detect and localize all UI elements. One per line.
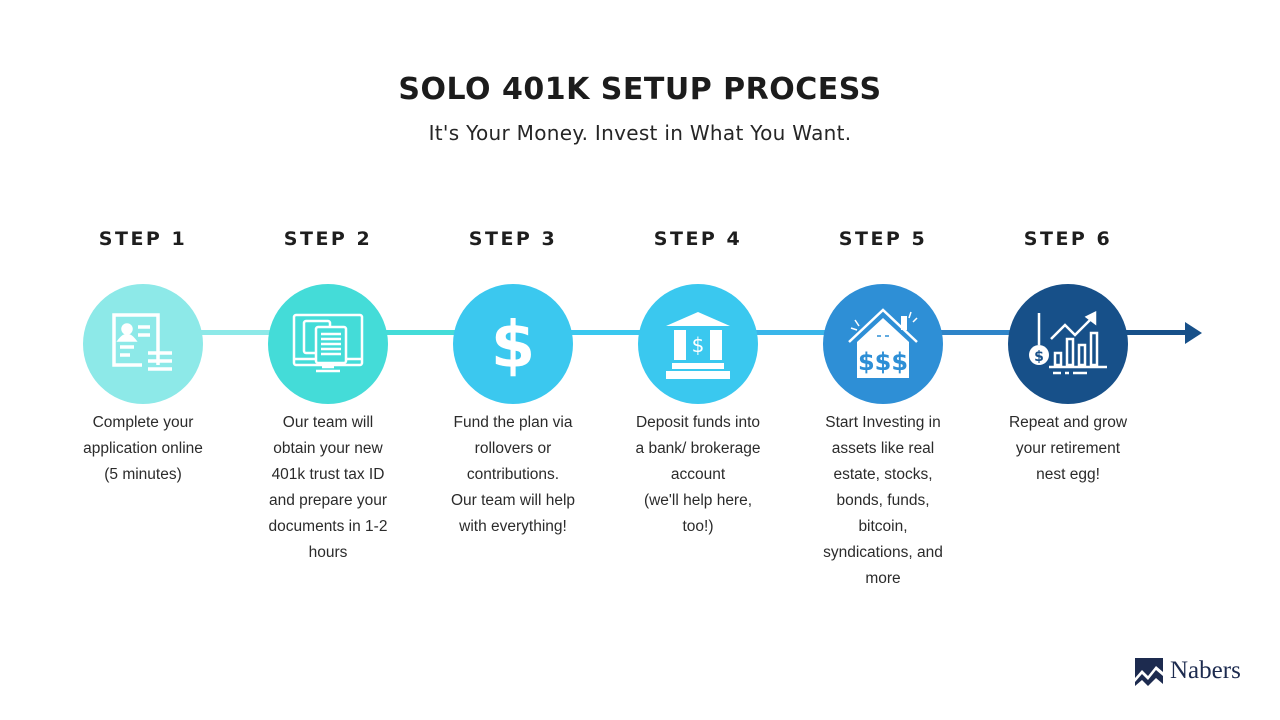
logo-text: Nabers xyxy=(1170,657,1241,684)
house-money-icon: $$$ xyxy=(848,308,918,378)
connector-5-6 xyxy=(935,330,1035,335)
step-2-circle xyxy=(268,284,388,404)
svg-text:$: $ xyxy=(692,333,705,357)
arrow-head-icon xyxy=(1185,322,1202,344)
connector-6-end xyxy=(1120,330,1190,335)
step-description: Complete your application online (5 minu… xyxy=(83,414,203,483)
step-1-circle xyxy=(83,284,203,404)
step-description: Repeat and grow your retirement nest egg… xyxy=(1008,414,1128,483)
step-description: Fund the plan via rollovers or contribut… xyxy=(450,414,576,535)
step-label: STEP 2 xyxy=(283,228,373,250)
step-2: STEP 2 Our team will obtain your new 401… xyxy=(238,228,418,561)
step-3-circle: $ xyxy=(453,284,573,404)
application-form-icon xyxy=(112,313,172,371)
page-subtitle: It's Your Money. Invest in What You Want… xyxy=(428,121,852,145)
svg-text:$$$: $$$ xyxy=(858,348,908,376)
svg-text:$: $ xyxy=(1034,349,1044,365)
step-description: Our team will obtain your new 401k trust… xyxy=(268,414,388,561)
step-1: STEP 1 Complete your application online … xyxy=(53,228,233,483)
step-label: STEP 5 xyxy=(838,228,928,250)
dollar-sign-icon: $ xyxy=(491,309,536,379)
growth-chart-icon: $ xyxy=(1029,310,1107,375)
step-6: STEP 6 $ Repeat and grow your retirement… xyxy=(978,228,1158,483)
step-5: STEP 5 $$$ Start Investing in assets lik… xyxy=(793,228,973,587)
svg-text:$: $ xyxy=(491,309,536,379)
step-4-circle: $ xyxy=(638,284,758,404)
connector-4-5 xyxy=(750,330,850,335)
connector-2-3 xyxy=(380,330,480,335)
connector-1-2 xyxy=(190,330,290,335)
step-3: STEP 3 $ Fund the plan via rollovers or … xyxy=(423,228,603,535)
nabers-logo-icon xyxy=(1135,658,1163,686)
step-4: STEP 4 $ Deposit funds into a bank/ brok… xyxy=(608,228,788,535)
bank-icon: $ xyxy=(666,312,730,379)
nabers-logo: Nabers xyxy=(1134,656,1241,686)
step-description: Start Investing in assets like real esta… xyxy=(823,414,943,587)
step-5-circle: $$$ xyxy=(823,284,943,404)
step-6-circle: $ xyxy=(1008,284,1128,404)
step-label: STEP 4 xyxy=(653,228,743,250)
step-label: STEP 1 xyxy=(98,228,188,250)
step-label: STEP 6 xyxy=(1023,228,1113,250)
step-label: STEP 3 xyxy=(468,228,558,250)
page-title: SOLO 401K SETUP PROCESS xyxy=(398,72,882,107)
documents-monitor-icon xyxy=(292,313,364,373)
step-description: Deposit funds into a bank/ brokerage acc… xyxy=(635,414,761,535)
connector-3-4 xyxy=(565,330,665,335)
